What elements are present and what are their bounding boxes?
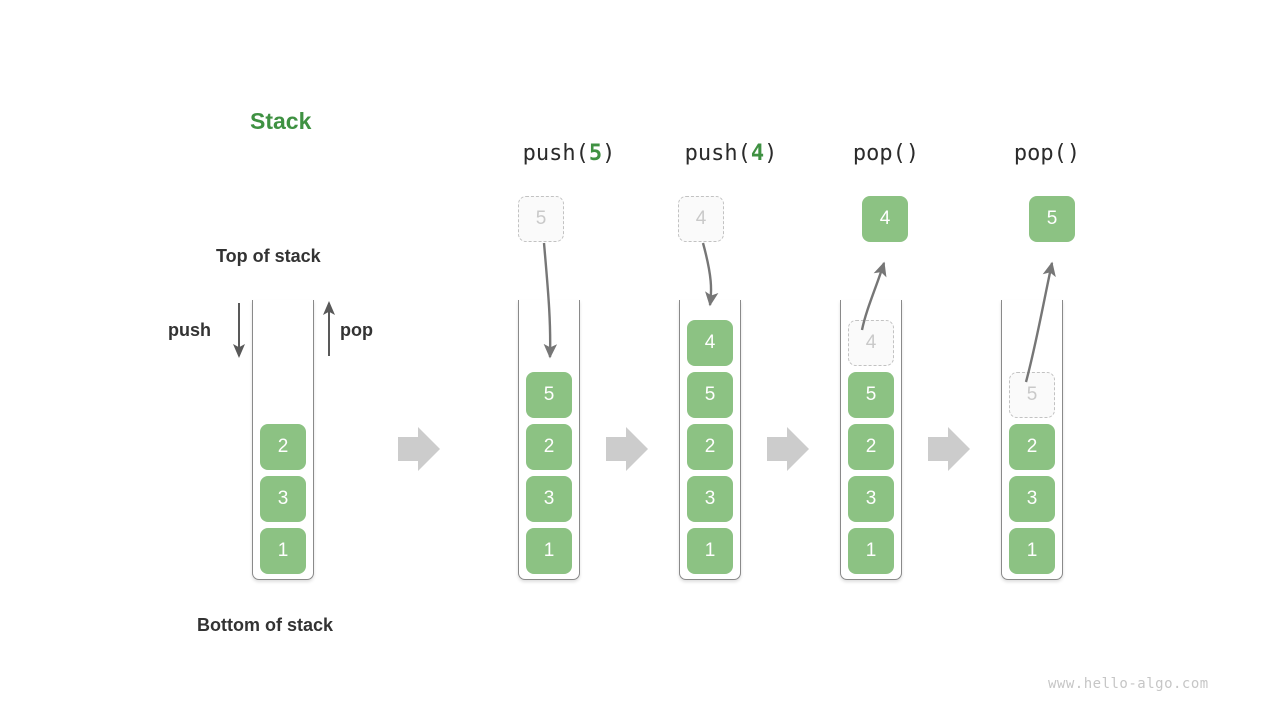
floating-element-push-4: 4 [678, 196, 724, 242]
stack-cell: 3 [687, 476, 733, 522]
stack-cell: 2 [260, 424, 306, 470]
label-bottom-of-stack: Bottom of stack [197, 615, 334, 635]
label-push: push [168, 320, 211, 340]
stack-cell: 2 [848, 424, 894, 470]
step-arrow-2 [606, 427, 648, 471]
ghost-cell-popped-4: 4 [848, 320, 894, 366]
stack-cell: 1 [260, 528, 306, 574]
op-close: ) [602, 141, 616, 166]
op-name: push( [522, 141, 589, 166]
op-arg: 5 [588, 141, 603, 166]
stack-cell: 2 [1009, 424, 1055, 470]
op-label-push-4: push(4) [681, 141, 781, 166]
op-name: push( [684, 141, 751, 166]
stack-cell: 2 [687, 424, 733, 470]
stack-cell: 1 [848, 528, 894, 574]
step-arrow-1 [398, 427, 440, 471]
op-label-push-5: push(5) [519, 141, 619, 166]
op-label-pop-1: pop() [843, 141, 929, 166]
stack-cell: 1 [687, 528, 733, 574]
stack-cell: 5 [526, 372, 572, 418]
step-arrow-4 [928, 427, 970, 471]
step-arrow-3 [767, 427, 809, 471]
ghost-cell-popped-5: 5 [1009, 372, 1055, 418]
push-4-motion-arrow [701, 242, 719, 307]
op-close: ) [764, 141, 778, 166]
floating-element-pop-5: 5 [1029, 196, 1075, 242]
label-pop: pop [340, 320, 373, 340]
stack-cell: 3 [526, 476, 572, 522]
op-name: pop( [852, 141, 906, 166]
watermark: www.hello-algo.com [1048, 676, 1209, 692]
label-top-of-stack: Top of stack [216, 246, 321, 266]
op-close: ) [905, 141, 920, 166]
floating-element-pop-4: 4 [862, 196, 908, 242]
stack-cell: 3 [1009, 476, 1055, 522]
stack-cell: 1 [1009, 528, 1055, 574]
stack-cell: 5 [687, 372, 733, 418]
stack-cell: 5 [848, 372, 894, 418]
floating-element-push-5: 5 [518, 196, 564, 242]
stack-cell: 1 [526, 528, 572, 574]
stack-cell: 2 [526, 424, 572, 470]
op-arg: 4 [750, 141, 765, 166]
stack-cell: 4 [687, 320, 733, 366]
op-name: pop( [1013, 141, 1067, 166]
op-label-pop-2: pop() [1004, 141, 1090, 166]
page-title: Stack [250, 108, 312, 134]
stack-cell: 3 [848, 476, 894, 522]
stack-cell: 3 [260, 476, 306, 522]
op-close: ) [1066, 141, 1081, 166]
